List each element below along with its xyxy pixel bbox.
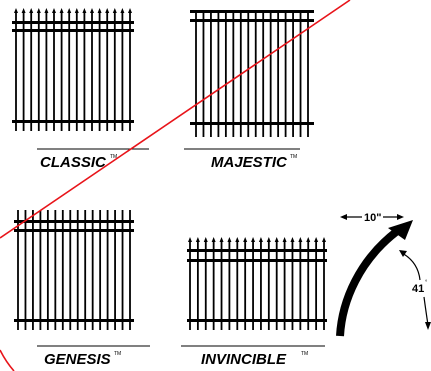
red-strike-curve xyxy=(0,349,15,371)
angle-arrow-top-icon xyxy=(399,250,407,257)
invincible-pickets xyxy=(188,237,326,330)
classic-spear-tip xyxy=(128,8,132,13)
invincible-spear-tip xyxy=(298,237,303,242)
invincible-spear-tip xyxy=(290,237,295,242)
genesis-label: GENESIS xyxy=(44,351,111,368)
classic-spear-tip xyxy=(21,8,26,13)
fence-panel-invincible: INVINCIBLE TM xyxy=(181,237,327,368)
invincible-spear-tip xyxy=(227,237,232,242)
majestic-bottom-rail xyxy=(190,122,314,125)
classic-bottom-rail xyxy=(12,120,134,123)
classic-spear-tip xyxy=(112,8,117,13)
classic-spear-tip xyxy=(120,8,125,13)
invincible-spear-tip xyxy=(274,237,279,242)
invincible-spear-tip xyxy=(211,237,216,242)
majestic-top-rail-2 xyxy=(190,19,314,22)
classic-top-rail-1 xyxy=(12,21,134,24)
genesis-trademark: TM xyxy=(114,351,121,357)
width-arrow-right-icon xyxy=(397,214,404,220)
invincible-spear-tip xyxy=(243,237,248,242)
invincible-spear-tip xyxy=(282,237,287,242)
genesis-top-rail-2 xyxy=(14,229,134,232)
fence-panel-classic: CLASSIC TM xyxy=(12,8,149,171)
classic-spear-tip xyxy=(52,8,56,13)
classic-spear-tip xyxy=(14,8,18,13)
classic-trademark: TM xyxy=(110,154,117,160)
curved-picket xyxy=(336,228,399,337)
invincible-spear-tip xyxy=(306,237,311,242)
invincible-top-rail-2 xyxy=(187,259,327,262)
red-strike-line xyxy=(0,0,351,239)
fence-panel-majestic: MAJESTIC TM xyxy=(184,10,314,171)
angle-dimension-arc-lower xyxy=(423,296,429,326)
fence-panel-genesis: GENESIS TM xyxy=(14,210,150,368)
invincible-spear-tip xyxy=(314,237,319,242)
majestic-label: MAJESTIC xyxy=(211,154,288,171)
angle-arrow-bottom-icon xyxy=(425,322,431,330)
classic-spear-tip xyxy=(82,8,87,13)
classic-spear-tip xyxy=(74,8,79,13)
genesis-top-rail-1 xyxy=(14,220,134,223)
majestic-trademark: TM xyxy=(290,154,297,160)
classic-spear-tip xyxy=(105,8,110,13)
invincible-spear-tip xyxy=(188,237,192,242)
classic-spear-tip xyxy=(36,8,41,13)
classic-label: CLASSIC xyxy=(40,154,107,171)
classic-spear-tip xyxy=(67,8,72,13)
classic-top-rail-2 xyxy=(12,29,134,32)
invincible-top-rail-1 xyxy=(187,249,327,252)
curved-picket-tip xyxy=(388,220,413,240)
classic-spear-tip xyxy=(44,8,49,13)
classic-pickets xyxy=(14,8,132,131)
invincible-trademark: TM xyxy=(301,351,308,357)
curved-picket-detail: 10" 41 ° xyxy=(336,212,431,337)
angle-dimension-arc xyxy=(401,252,421,281)
invincible-spear-tip xyxy=(203,237,208,242)
classic-spear-tip xyxy=(97,8,102,13)
angle-label: 41 xyxy=(412,283,424,295)
genesis-pickets xyxy=(17,210,131,330)
majestic-top-rail-1 xyxy=(190,10,314,13)
invincible-label: INVINCIBLE xyxy=(201,351,287,368)
width-arrow-left-icon xyxy=(340,214,347,220)
width-label: 10" xyxy=(364,212,381,224)
invincible-spear-tip xyxy=(251,237,256,242)
invincible-spear-tip xyxy=(258,237,263,242)
invincible-bottom-rail xyxy=(187,319,327,322)
invincible-spear-tip xyxy=(266,237,271,242)
majestic-pickets xyxy=(195,10,309,137)
invincible-spear-tip xyxy=(322,237,326,242)
invincible-spear-tip xyxy=(219,237,224,242)
genesis-bottom-rail xyxy=(14,319,134,322)
invincible-spear-tip xyxy=(235,237,240,242)
classic-spear-tip xyxy=(90,8,94,13)
invincible-spear-tip xyxy=(195,237,200,242)
angle-unit: ° xyxy=(425,280,428,286)
classic-spear-tip xyxy=(29,8,34,13)
classic-spear-tip xyxy=(59,8,64,13)
